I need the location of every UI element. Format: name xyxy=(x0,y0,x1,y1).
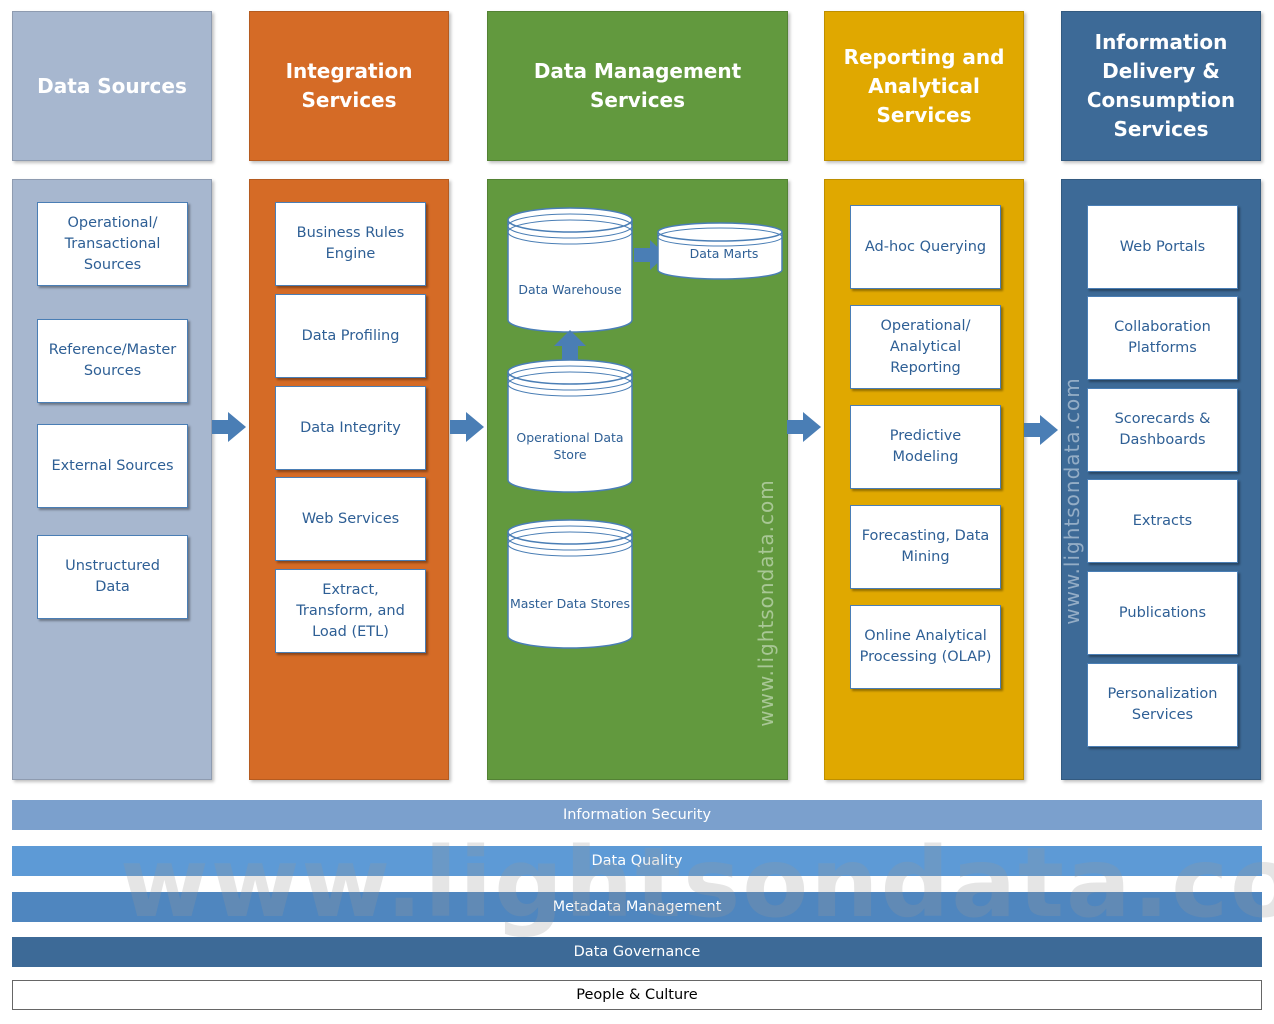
arrow-right-icon xyxy=(212,412,246,442)
watermark-vertical: www.lightsondata.com xyxy=(754,479,778,727)
data-warehouse-label: Data Warehouse xyxy=(518,282,622,297)
arrow-right-icon xyxy=(1024,415,1058,445)
item-publications: Publications xyxy=(1087,571,1238,655)
item-data-profiling: Data Profiling xyxy=(275,294,426,378)
column-data-management-services: Data Warehouse Data Marts Operational Da… xyxy=(487,179,788,780)
column-data-sources: Operational/ Transactional Sources Refer… xyxy=(12,179,249,780)
column-reporting-analytical-services: Ad-hoc Querying Operational/ Analytical … xyxy=(824,179,1024,780)
master-data-store: Master Data Stores xyxy=(507,519,633,649)
item-business-rules-engine: Business Rules Engine xyxy=(275,202,426,286)
band-metadata-management: Metadata Management xyxy=(12,892,1262,922)
data-warehouse-store: Data Warehouse xyxy=(507,207,633,333)
data-stores-diagram: Data Warehouse Data Marts Operational Da… xyxy=(507,207,783,649)
item-personalization-services: Personalization Services xyxy=(1087,663,1238,747)
data-marts-store: Data Marts xyxy=(657,222,783,280)
arrow-right-icon xyxy=(787,412,821,442)
item-unstructured-data: Unstructured Data xyxy=(37,535,188,619)
item-forecasting-data-mining: Forecasting, Data Mining xyxy=(850,505,1001,589)
column-integration-services: Business Rules Engine Data Profiling Dat… xyxy=(249,179,449,780)
band-data-governance: Data Governance xyxy=(12,937,1262,967)
item-extracts: Extracts xyxy=(1087,479,1238,563)
data-marts-label: Data Marts xyxy=(690,246,759,261)
item-reference-master-sources: Reference/Master Sources xyxy=(37,319,188,403)
arrow-right-icon xyxy=(450,412,484,442)
item-collaboration-platforms: Collaboration Platforms xyxy=(1087,296,1238,380)
header-reporting-analytical-services: Reporting and Analytical Services xyxy=(824,11,1024,161)
item-data-integrity: Data Integrity xyxy=(275,386,426,470)
band-people-culture: People & Culture xyxy=(12,980,1262,1010)
header-integration-services: Integration Services xyxy=(249,11,449,161)
header-data-management-services: Data Management Services xyxy=(487,11,788,161)
item-web-services: Web Services xyxy=(275,477,426,561)
item-olap: Online Analytical Processing (OLAP) xyxy=(850,605,1001,689)
column-information-delivery-services: Web Portals Collaboration Platforms Scor… xyxy=(1060,179,1261,780)
item-etl: Extract, Transform, and Load (ETL) xyxy=(275,569,426,653)
master-data-stores-label: Master Data Stores xyxy=(510,596,630,611)
ods-label-line2: Store xyxy=(553,447,586,462)
watermark-vertical: www.lightsondata.com xyxy=(1060,377,1084,625)
item-web-portals: Web Portals xyxy=(1087,205,1238,289)
item-operational-transactional-sources: Operational/ Transactional Sources xyxy=(37,202,188,286)
header-data-sources: Data Sources xyxy=(12,11,212,161)
item-predictive-modeling: Predictive Modeling xyxy=(850,405,1001,489)
ods-label-line1: Operational Data xyxy=(516,430,623,445)
band-data-quality: Data Quality xyxy=(12,846,1262,876)
item-adhoc-querying: Ad-hoc Querying xyxy=(850,205,1001,289)
item-external-sources: External Sources xyxy=(37,424,188,508)
header-information-delivery-services: Information Delivery & Consumption Servi… xyxy=(1061,11,1261,161)
band-information-security: Information Security xyxy=(12,800,1262,830)
item-scorecards-dashboards: Scorecards & Dashboards xyxy=(1087,388,1238,472)
watermark-vertical: www.lightsondata.com xyxy=(225,527,249,775)
operational-data-store: Operational Data Store xyxy=(507,359,633,493)
item-operational-analytical-reporting: Operational/ Analytical Reporting xyxy=(850,305,1001,389)
